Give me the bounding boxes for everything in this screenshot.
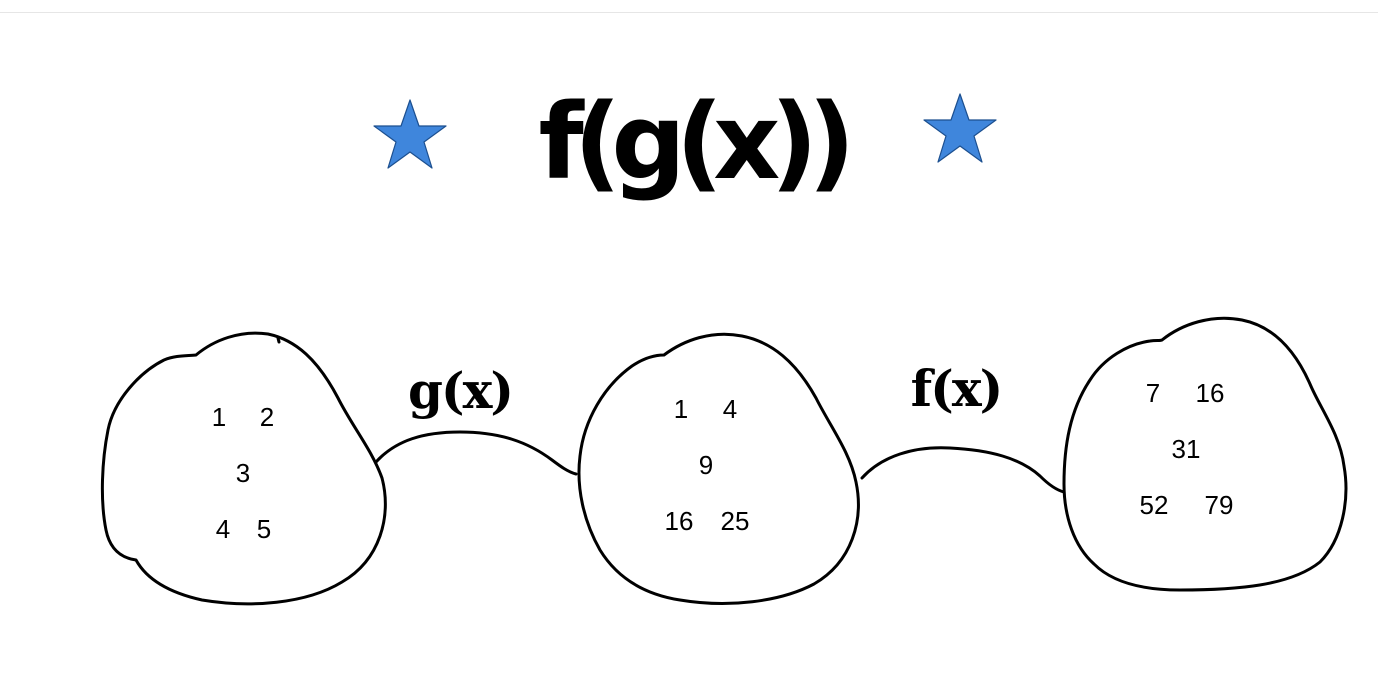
star-icon [373, 99, 447, 169]
domain-value: 4 [216, 514, 230, 544]
page-title: f(g(x)) [539, 81, 847, 203]
range-value: 16 [1196, 378, 1225, 408]
middle-value: 9 [699, 450, 713, 480]
middle-set-blob [577, 332, 860, 605]
domain-value: 5 [257, 514, 271, 544]
range-value: 31 [1172, 434, 1201, 464]
middle-value: 25 [721, 506, 750, 536]
middle-value: 16 [665, 506, 694, 536]
range-value: 7 [1146, 378, 1160, 408]
domain-value: 2 [260, 402, 274, 432]
domain-set-blob-tick [276, 336, 281, 344]
top-divider [0, 0, 1378, 13]
g-mapping-label: g(x) [408, 361, 512, 420]
domain-set-blob [100, 331, 387, 606]
range-value: 52 [1140, 490, 1169, 520]
f-mapping-label: f(x) [911, 359, 1002, 418]
range-set-blob [1062, 316, 1348, 592]
middle-value: 1 [674, 394, 688, 424]
domain-value: 3 [236, 458, 250, 488]
range-value: 79 [1205, 490, 1234, 520]
middle-value: 4 [723, 394, 737, 424]
domain-value: 1 [212, 402, 226, 432]
f-mapping-arc [860, 446, 1066, 494]
g-mapping-arc [374, 430, 578, 476]
star-icon [923, 93, 997, 163]
